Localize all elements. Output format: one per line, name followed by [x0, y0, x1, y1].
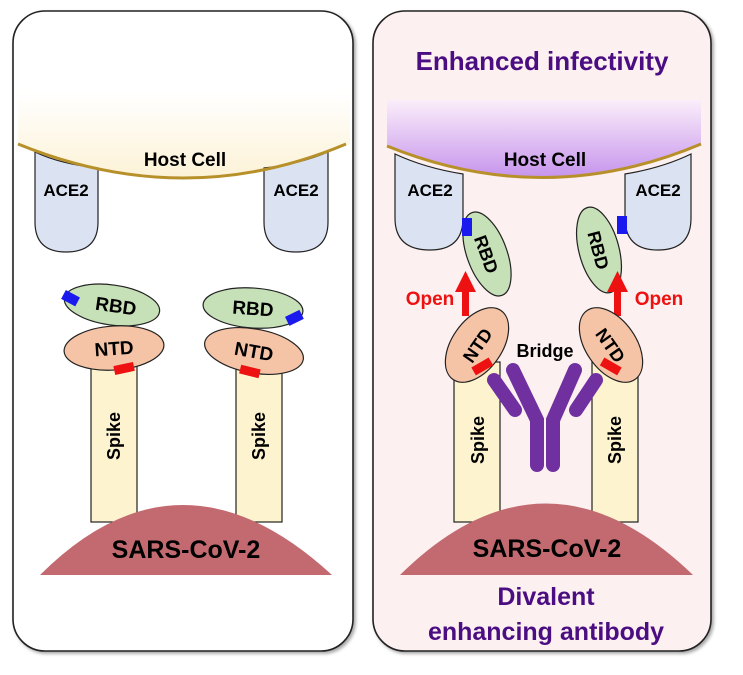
- divalent-antibody: [487, 363, 603, 472]
- host-cell-membrane-right: [386, 142, 702, 179]
- ace2-label-left-1: ACE2: [43, 181, 88, 200]
- right-panel: Enhanced infectivity Host Cell ACE2 ACE2…: [372, 10, 712, 652]
- spike-label-right-1: Spike: [468, 416, 488, 464]
- ntd-left-2: NTD: [204, 327, 304, 375]
- rbd-left-2: RBD: [202, 287, 304, 329]
- ace2-receptor-right-2: [624, 153, 692, 251]
- virus-body-left: [40, 505, 332, 575]
- antibody-heavy-chain-left: [506, 363, 544, 472]
- spike-left-2: [235, 361, 283, 523]
- rbd-binding-site-right-1: [462, 218, 472, 236]
- rbd-right-1: RBD: [462, 211, 512, 297]
- antibody-light-chain-right: [569, 373, 603, 417]
- spike-label-left-1: Spike: [104, 412, 124, 460]
- open-label-left: Open: [406, 289, 455, 310]
- right-panel-title: Enhanced infectivity: [416, 46, 669, 76]
- ace2-label-right-2: ACE2: [635, 181, 680, 200]
- ntd-right-1: NTD: [444, 307, 510, 383]
- ace2-receptor-right-1: [394, 153, 464, 251]
- host-cell-right: [387, 100, 701, 178]
- ace2-label-right-1: ACE2: [407, 181, 452, 200]
- rbd-right-2: RBD: [575, 206, 623, 294]
- host-cell-left: [18, 92, 350, 178]
- host-cell-label-left: Host Cell: [144, 150, 226, 171]
- ntd-right-2: NTD: [578, 307, 644, 383]
- rbd-binding-site-left-1: [61, 289, 80, 307]
- bridge-label: Bridge: [516, 341, 573, 361]
- caption-line-2: enhancing antibody: [428, 618, 664, 646]
- ace2-receptor-left-1: [34, 151, 99, 253]
- rbd-left-1: RBD: [61, 283, 161, 327]
- open-arrow-left: [455, 271, 476, 316]
- virus-body-right: [400, 503, 693, 575]
- rbd-binding-site-left-2: [285, 309, 304, 326]
- caption-line-1: Divalent: [497, 583, 595, 611]
- antibody-light-chain-left: [487, 373, 522, 417]
- ace2-label-left-2: ACE2: [273, 181, 318, 200]
- spike-label-right-2: Spike: [605, 416, 625, 464]
- spike-label-left-2: Spike: [249, 412, 269, 460]
- ntd-binding-site-right-1: [471, 357, 494, 376]
- rbd-binding-site-right-2: [617, 216, 627, 234]
- rbd-label-left-2: RBD: [232, 298, 275, 322]
- virus-label-left: SARS-CoV-2: [112, 536, 261, 564]
- virus-label-right: SARS-CoV-2: [473, 535, 622, 563]
- spike-right-2: [591, 361, 639, 523]
- host-cell-label-right: Host Cell: [504, 150, 586, 171]
- ntd-left-1: NTD: [63, 325, 165, 371]
- ntd-binding-site-left-1: [113, 362, 135, 375]
- spike-left-1: [90, 361, 138, 523]
- ntd-label-left-1: NTD: [94, 338, 134, 362]
- left-panel: Host Cell ACE2 ACE2 Spike Spike SARS-CoV…: [12, 10, 354, 652]
- open-arrow-right: [607, 271, 628, 316]
- antibody-heavy-chain-right: [546, 363, 582, 472]
- open-label-right: Open: [635, 289, 684, 310]
- host-cell-membrane-left: [17, 142, 347, 180]
- ntd-binding-site-left-2: [239, 364, 261, 379]
- ntd-binding-site-right-2: [599, 357, 622, 376]
